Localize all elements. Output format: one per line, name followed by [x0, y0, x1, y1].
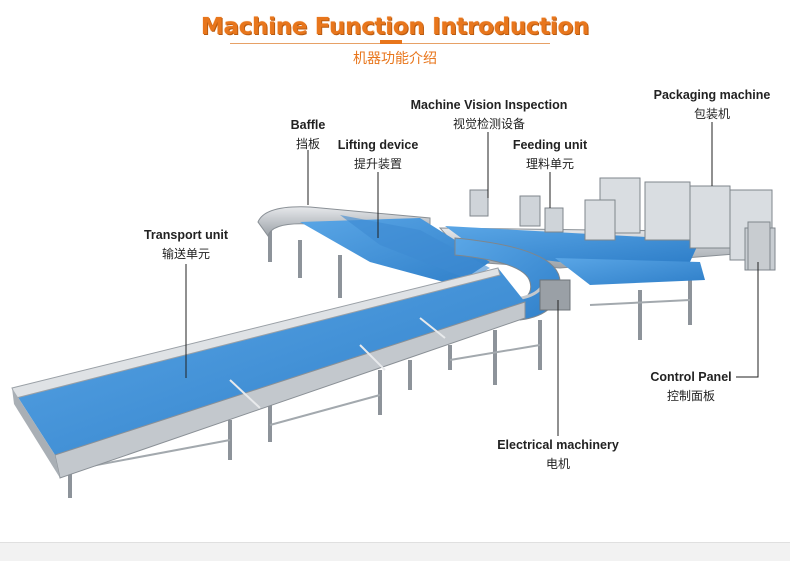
- motor-box: [539, 279, 571, 311]
- page-title: Machine Function Introduction: [200, 14, 590, 40]
- label-lifting-device-en: Lifting device: [337, 138, 419, 152]
- label-electrical-machinery-en: Electrical machinery: [497, 438, 619, 452]
- label-transport-unit-zh: 输送单元: [161, 247, 210, 261]
- label-transport-unit: Transport unit 输送单元: [140, 228, 232, 262]
- right-belt: [555, 258, 705, 285]
- label-electrical-machinery-zh: 电机: [545, 457, 570, 471]
- label-control-panel: Control Panel 控制面板: [646, 370, 736, 404]
- label-feeding-unit-en: Feeding unit: [512, 138, 588, 152]
- label-baffle-en: Baffle: [290, 118, 326, 132]
- transport-end: [12, 388, 60, 478]
- label-packaging-machine: Packaging machine 包装机: [648, 88, 776, 122]
- label-lifting-device-zh: 提升装置: [353, 157, 402, 171]
- bottom-strip: [0, 542, 790, 561]
- page-subtitle: 机器功能介绍: [353, 51, 437, 67]
- title-notch: [380, 40, 402, 44]
- label-transport-unit-en: Transport unit: [143, 228, 229, 242]
- label-electrical-machinery: Electrical machinery 电机: [492, 438, 624, 472]
- label-baffle-zh: 挡板: [295, 137, 320, 151]
- label-packaging-machine-zh: 包装机: [693, 107, 730, 121]
- leader-lines: [185, 122, 759, 436]
- feeding-units: [469, 189, 564, 233]
- control-panel: [747, 221, 771, 271]
- label-lifting-device: Lifting device 提升装置: [328, 138, 428, 172]
- label-feeding-unit-zh: 理料单元: [525, 157, 574, 171]
- label-baffle: Baffle 挡板: [282, 118, 334, 152]
- leg-braces: [69, 299, 691, 471]
- label-packaging-machine-en: Packaging machine: [653, 88, 771, 102]
- label-control-panel-en: Control Panel: [650, 370, 732, 384]
- belt-guards: [229, 317, 446, 409]
- label-vision-inspection-zh: 视觉检测设备: [452, 117, 525, 131]
- transport-belt: [12, 268, 525, 455]
- label-feeding-unit: Feeding unit 理料单元: [508, 138, 592, 172]
- label-control-panel-zh: 控制面板: [666, 389, 715, 403]
- label-vision-inspection-en: Machine Vision Inspection: [410, 98, 568, 112]
- label-vision-inspection: Machine Vision Inspection 视觉检测设备: [404, 98, 574, 132]
